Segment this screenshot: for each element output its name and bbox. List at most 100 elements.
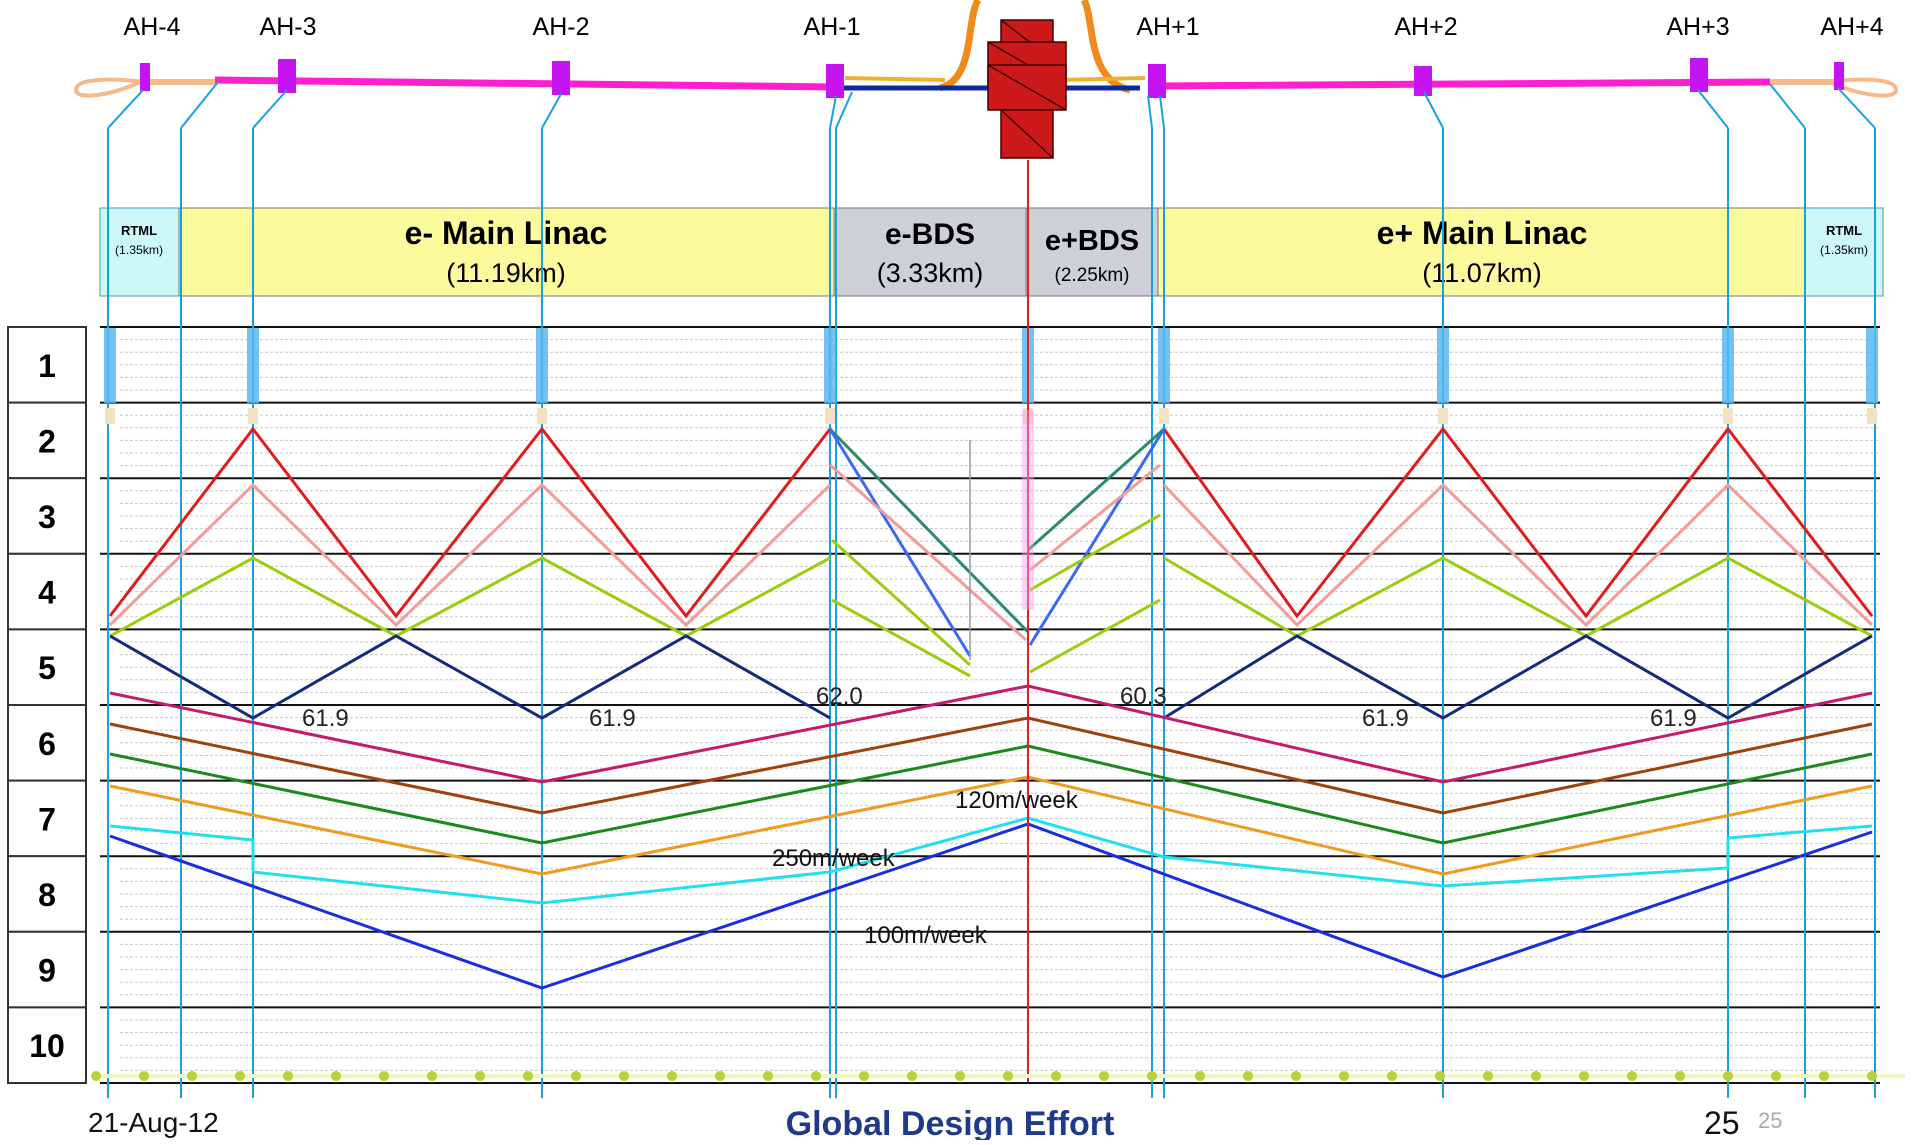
- ground-dot: [619, 1071, 629, 1081]
- access-hall-marker: [552, 61, 570, 95]
- e-bds-name: e-BDS: [885, 218, 975, 251]
- tunnel-columns: [107, 128, 1876, 1098]
- value-label: 61.9: [1362, 705, 1409, 732]
- access-hall-markers: [140, 58, 1844, 98]
- shaft-base: [1867, 408, 1877, 424]
- rtml-right-length-text: (1.35km): [1820, 243, 1868, 257]
- ground-dot: [907, 1071, 917, 1081]
- zigzag-green-left: [109, 556, 831, 638]
- p-bds-name: e+BDS: [1045, 225, 1139, 257]
- p-bds-box: [1025, 207, 1159, 297]
- zigzag-navy-right: [1163, 634, 1873, 720]
- p-linac-length: (11.07km): [1422, 258, 1542, 288]
- value-label: 60.3: [1120, 683, 1167, 710]
- value-label: 61.9: [302, 705, 349, 732]
- detector-hall-curve: [938, 0, 1132, 94]
- ground-dot: [667, 1071, 677, 1081]
- access-hall-marker: [140, 63, 150, 91]
- row-box: [7, 401, 87, 480]
- zigzag-pink-left: [108, 482, 832, 628]
- rtml-left-name: RTML: [121, 223, 157, 238]
- ground-dot: [1579, 1071, 1589, 1081]
- bds-green-b: [831, 598, 971, 678]
- shaft-indicator: [247, 328, 259, 403]
- e-bds-box: [833, 207, 1027, 297]
- ground-dot: [1627, 1071, 1637, 1081]
- row-number: 8: [38, 877, 56, 913]
- bds-pink-left: [829, 463, 1027, 642]
- ah-label: AH-2: [533, 13, 590, 41]
- ground-dot: [1867, 1071, 1877, 1081]
- shaft-indicator: [1866, 328, 1878, 403]
- ground-dot: [1243, 1071, 1253, 1081]
- ah-label: AH+3: [1666, 13, 1729, 41]
- bds-blue-left: [828, 428, 972, 657]
- ground-dot: [1819, 1071, 1829, 1081]
- damping-ring-right: [1821, 77, 1899, 98]
- value-label: 61.9: [1650, 705, 1697, 732]
- shaft-connectors: [107, 81, 1876, 129]
- row-number: 4: [38, 575, 56, 611]
- ground-dot: [187, 1071, 197, 1081]
- rtml-left-length: (1.35km): [115, 243, 163, 257]
- ground-dot: [859, 1071, 869, 1081]
- ground-dot: [955, 1071, 965, 1081]
- shaft-base: [248, 408, 258, 424]
- section-headers: RTML (1.35km) e- Main Linac (11.19km) e-…: [99, 207, 1884, 297]
- bds-green-c: [1029, 513, 1161, 592]
- zigzag-red-left: [108, 426, 832, 619]
- shaft-indicators: [104, 328, 1878, 424]
- row-box: [7, 855, 87, 933]
- access-hall-marker: [1834, 62, 1844, 90]
- e-linac-name: e- Main Linac: [405, 215, 608, 251]
- access-hall-marker: [1414, 66, 1432, 96]
- access-hall-marker: [826, 64, 844, 98]
- row-number: 7: [38, 801, 56, 837]
- rtml-left-length-text: (1.35km): [115, 243, 163, 257]
- schedule-lines: [108, 426, 1874, 990]
- p-bds-beamline-upper: [1059, 76, 1146, 82]
- access-hall-marker: [278, 59, 296, 93]
- ground-dot: [139, 1071, 149, 1081]
- ground-dot: [811, 1071, 821, 1081]
- row-box: [7, 477, 87, 555]
- ground-dot: [235, 1071, 245, 1081]
- rate-label: 120m/week: [955, 787, 1079, 814]
- rate-label: 100m/week: [864, 922, 988, 949]
- ah-label: AH+4: [1820, 13, 1883, 41]
- zigzag-red-right: [1162, 426, 1874, 619]
- e-bds-beamline-upper: [844, 76, 946, 82]
- bds-blue-right: [1028, 428, 1166, 646]
- detector: [987, 19, 1067, 159]
- row-box: [7, 779, 87, 858]
- bds-pink-right: [1029, 463, 1161, 572]
- footer-title: Global Design Effort: [786, 1105, 1115, 1140]
- ground-dot: [1531, 1071, 1541, 1081]
- ah-label: AH-1: [804, 13, 861, 41]
- ah-label: AH-4: [124, 13, 181, 41]
- ground-dot: [379, 1071, 389, 1081]
- footer-date: 21-Aug-12: [88, 1107, 219, 1138]
- ground-dot: [1483, 1071, 1493, 1081]
- value-label: 61.9: [589, 705, 636, 732]
- rate-label: 250m/week: [772, 845, 896, 872]
- v-blue: [109, 822, 1873, 990]
- p-bds-length: (2.25km): [1055, 265, 1130, 286]
- ah-label: AH+2: [1394, 13, 1457, 41]
- shaft-indicator: [824, 328, 836, 403]
- row-box: [7, 704, 87, 782]
- shaft-indicator: [1437, 328, 1449, 403]
- bds-green-a: [830, 538, 972, 667]
- ground-dot: [283, 1071, 293, 1081]
- row-number: 2: [38, 423, 56, 459]
- row-number: 3: [38, 499, 56, 535]
- ground-dot: [763, 1071, 773, 1081]
- row-number: 1: [38, 348, 56, 384]
- ground-dot: [523, 1071, 533, 1081]
- ah-label: AH-3: [260, 13, 317, 41]
- value-label: 62.0: [816, 683, 863, 710]
- ground-dot: [1147, 1071, 1157, 1081]
- rtml-right-name: RTML: [1826, 223, 1862, 238]
- ground-dot: [1195, 1071, 1205, 1081]
